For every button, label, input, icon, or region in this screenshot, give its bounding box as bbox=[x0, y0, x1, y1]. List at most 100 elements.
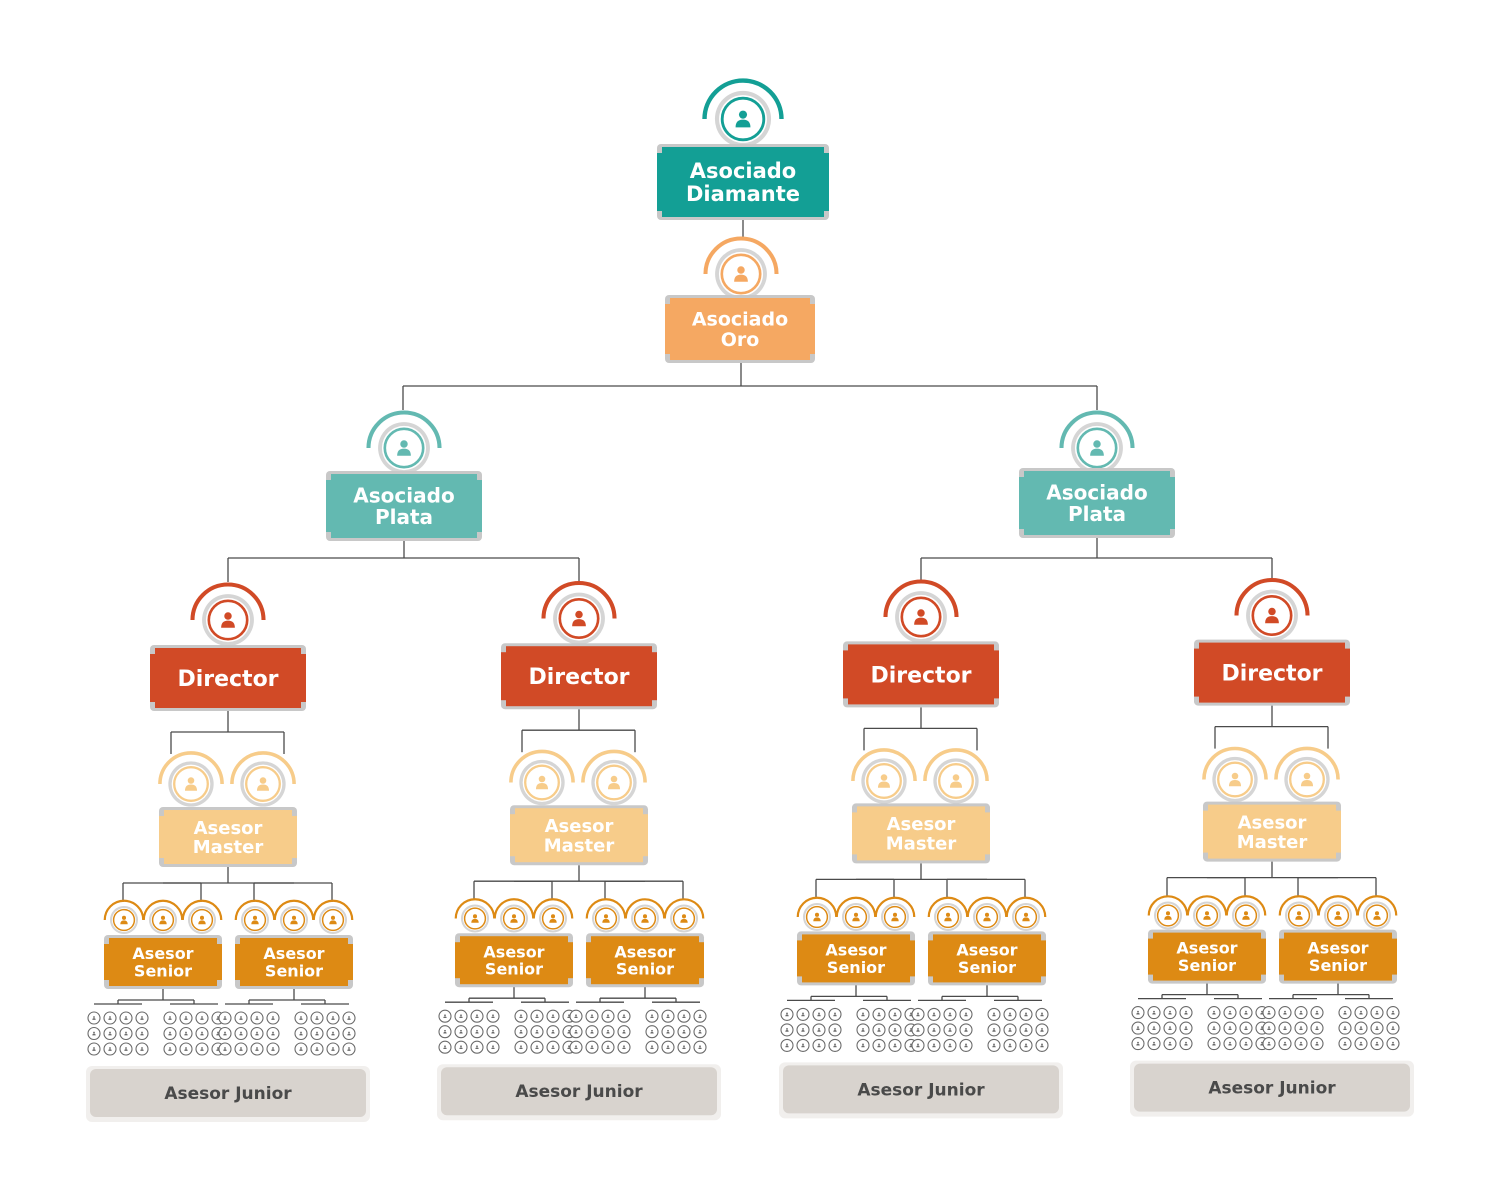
junior-user-icon bbox=[1003, 1023, 1017, 1037]
user-icon bbox=[541, 581, 617, 645]
junior-user-icon bbox=[326, 1042, 340, 1056]
junior-user-icon bbox=[569, 1009, 583, 1023]
user-icon bbox=[796, 896, 838, 932]
node-label: Asesor bbox=[956, 941, 1017, 960]
junior-user-icon bbox=[1003, 1038, 1017, 1052]
node-label: Asociado bbox=[692, 309, 788, 331]
junior-user-icon bbox=[1262, 1006, 1276, 1020]
junior-user-icon bbox=[987, 1007, 1001, 1021]
node-label: Asociado bbox=[690, 159, 796, 183]
user-icon bbox=[1278, 895, 1320, 930]
junior-user-icon bbox=[927, 1038, 941, 1052]
node-label: Senior bbox=[485, 960, 543, 979]
junior-user-icon bbox=[911, 1023, 925, 1037]
node-label: Asociado bbox=[1046, 480, 1147, 504]
junior-user-icon bbox=[1223, 1021, 1237, 1035]
junior-label: Asesor Junior bbox=[515, 1082, 643, 1102]
junior-user-icon bbox=[250, 1011, 264, 1025]
junior-user-icon bbox=[959, 1038, 973, 1052]
junior-user-icon bbox=[828, 1038, 842, 1052]
junior-user-icon bbox=[438, 1025, 452, 1039]
junior-user-icon bbox=[645, 1025, 659, 1039]
node-label: Asesor bbox=[825, 941, 886, 960]
junior-user-icon bbox=[828, 1007, 842, 1021]
junior-user-icon bbox=[617, 1040, 631, 1054]
junior-user-icon bbox=[1163, 1006, 1177, 1020]
junior-label: Asesor Junior bbox=[857, 1080, 985, 1100]
junior-user-icon bbox=[163, 1042, 177, 1056]
user-icon bbox=[835, 896, 877, 932]
junior-user-icon bbox=[1354, 1037, 1368, 1051]
node-label: Asesor bbox=[887, 814, 956, 835]
user-icon bbox=[581, 749, 647, 806]
junior-user-icon bbox=[179, 1026, 193, 1041]
junior-user-icon bbox=[119, 1011, 133, 1025]
junior-user-icon bbox=[1207, 1021, 1221, 1035]
user-icon bbox=[142, 899, 184, 935]
junior-user-icon bbox=[454, 1025, 468, 1039]
junior-user-icon bbox=[812, 1007, 826, 1021]
junior-user-icon bbox=[959, 1007, 973, 1021]
node-label: Master bbox=[886, 834, 957, 855]
junior-user-icon bbox=[1310, 1037, 1324, 1051]
junior-user-icon bbox=[1163, 1021, 1177, 1035]
user-icon bbox=[532, 898, 574, 933]
junior-user-icon bbox=[163, 1026, 177, 1041]
junior-user-icon bbox=[326, 1026, 340, 1041]
junior-user-icon bbox=[1147, 1021, 1161, 1035]
junior-user-icon bbox=[1239, 1021, 1253, 1035]
user-icon bbox=[702, 78, 784, 148]
junior-user-icon bbox=[943, 1023, 957, 1037]
junior-user-icon bbox=[1163, 1037, 1177, 1051]
user-icon bbox=[509, 749, 575, 806]
junior-user-icon bbox=[1370, 1006, 1384, 1020]
junior-user-icon bbox=[1278, 1037, 1292, 1051]
junior-user-icon bbox=[927, 1023, 941, 1037]
junior-user-icon bbox=[103, 1042, 117, 1056]
junior-user-icon bbox=[454, 1009, 468, 1023]
node-label: Master bbox=[1237, 832, 1308, 853]
junior-user-icon bbox=[195, 1026, 209, 1041]
junior-user-icon bbox=[438, 1009, 452, 1023]
junior-user-icon bbox=[1370, 1021, 1384, 1035]
junior-user-icon bbox=[310, 1011, 324, 1025]
junior-user-icon bbox=[856, 1007, 870, 1021]
junior-node: Asesor Junior bbox=[1130, 1060, 1414, 1117]
junior-user-icon bbox=[1278, 1021, 1292, 1035]
junior-user-icon bbox=[1310, 1021, 1324, 1035]
junior-label: Asesor Junior bbox=[1208, 1079, 1336, 1099]
user-icon bbox=[874, 896, 916, 932]
junior-user-icon bbox=[1338, 1037, 1352, 1051]
junior-user-icon bbox=[514, 1040, 528, 1054]
junior-user-icon bbox=[987, 1038, 1001, 1052]
junior-user-icon bbox=[470, 1040, 484, 1054]
junior-user-icon bbox=[514, 1025, 528, 1039]
user-icon bbox=[966, 896, 1008, 932]
node-label: Senior bbox=[1178, 956, 1236, 975]
junior-user-icon bbox=[1003, 1007, 1017, 1021]
junior-user-icon bbox=[601, 1025, 615, 1039]
junior-user-icon bbox=[1179, 1037, 1193, 1051]
junior-user-icon bbox=[234, 1011, 248, 1025]
junior-user-icon bbox=[1131, 1037, 1145, 1051]
junior-user-icon bbox=[1147, 1037, 1161, 1051]
node-label: Senior bbox=[265, 961, 323, 980]
junior-user-icon bbox=[294, 1011, 308, 1025]
user-icon bbox=[851, 748, 917, 804]
node-label: Director bbox=[528, 665, 629, 690]
junior-user-icon bbox=[87, 1026, 101, 1041]
junior-user-icon bbox=[585, 1040, 599, 1054]
node-label: Master bbox=[193, 837, 264, 858]
junior-user-icon bbox=[780, 1038, 794, 1052]
junior-user-icon bbox=[486, 1025, 500, 1039]
node-label: Asociado bbox=[353, 483, 454, 507]
junior-user-icon bbox=[266, 1042, 280, 1056]
junior-user-icon bbox=[342, 1011, 356, 1025]
junior-user-icon bbox=[1262, 1037, 1276, 1051]
junior-user-icon bbox=[856, 1023, 870, 1037]
